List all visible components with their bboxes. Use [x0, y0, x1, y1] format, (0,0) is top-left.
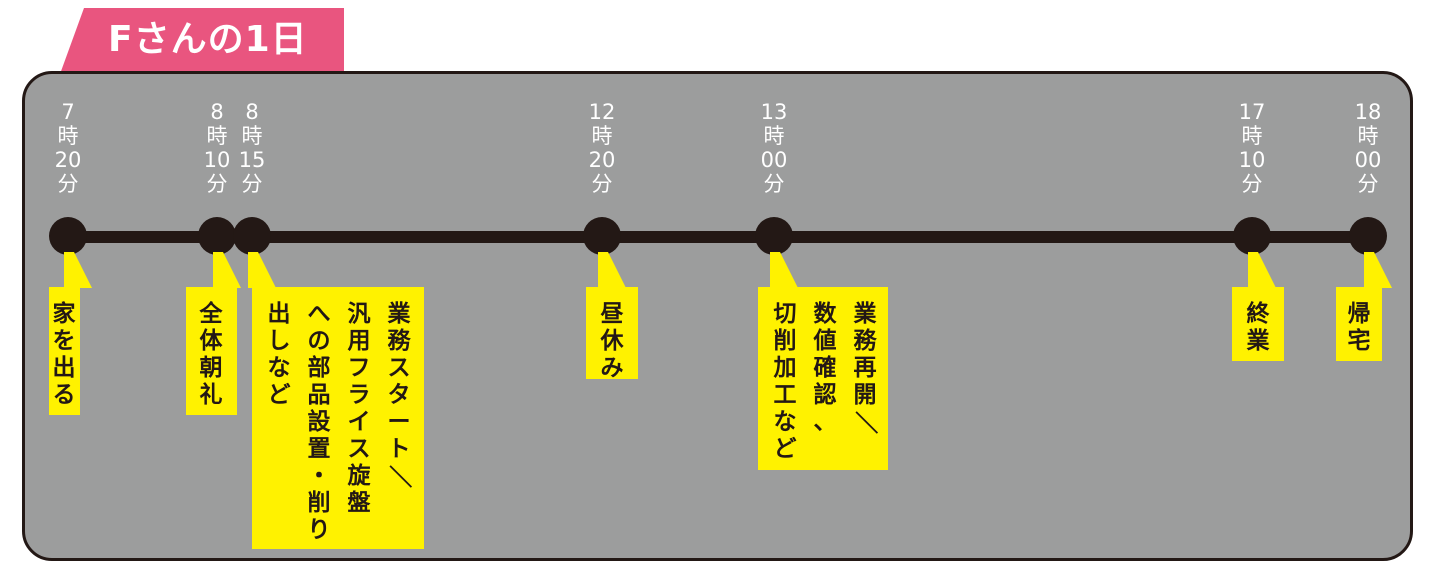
time-part: 17: [1238, 100, 1266, 124]
event-label: 出しなど: [267, 301, 291, 408]
event-callout: 業務再開／ 数値確認、切削加工など: [758, 287, 888, 470]
event-label: 数値確認、: [813, 301, 837, 435]
time-part: 00: [760, 148, 788, 172]
time-part: 10: [203, 148, 231, 172]
time-part: 分: [57, 172, 79, 196]
event-callout: 終業: [1232, 287, 1284, 361]
timeline-dot: [198, 217, 236, 255]
time-part: 時: [1357, 124, 1379, 148]
event-label: 家を出る: [52, 301, 76, 408]
time-part: 18: [1354, 100, 1382, 124]
time-part: 時: [241, 124, 263, 148]
event-label: 昼休み: [600, 301, 624, 381]
timeline-dot: [583, 217, 621, 255]
event-label: 終業: [1246, 301, 1270, 354]
time-part: 12: [588, 100, 616, 124]
event-label: 汎用フライス旋盤: [347, 301, 371, 516]
time-part: 時: [57, 124, 79, 148]
time-part: 13: [760, 100, 788, 124]
timeline-dot: [233, 217, 271, 255]
time-part: 20: [588, 148, 616, 172]
timeline-dot: [1349, 217, 1387, 255]
callout-pointer: [1364, 252, 1392, 288]
callout-pointer: [1248, 252, 1276, 288]
callout-pointer: [213, 252, 241, 288]
timeline-axis-line: [68, 231, 1368, 243]
event-callout: 昼休み: [586, 287, 638, 381]
time-part: 分: [763, 172, 785, 196]
time-part: 7: [61, 100, 75, 124]
event-callout: 家を出る: [49, 287, 80, 415]
time-part: 10: [1238, 148, 1266, 172]
event-label: 切削加工など: [773, 301, 797, 462]
event-callout: 帰宅: [1336, 287, 1382, 361]
time-part: 時: [591, 124, 613, 148]
timeline-dot: [755, 217, 793, 255]
event-callout: 全体朝礼: [186, 287, 237, 415]
time-part: 8: [210, 100, 224, 124]
time-part: 分: [1241, 172, 1263, 196]
callout-pointer: [248, 252, 276, 288]
time-part: 分: [591, 172, 613, 196]
timeline-dot: [49, 217, 87, 255]
time-part: 時: [206, 124, 228, 148]
time-part: 分: [241, 172, 263, 196]
callout-pointer: [64, 252, 92, 288]
callout-pointer: [598, 252, 626, 288]
time-part: 時: [763, 124, 785, 148]
time-part: 時: [1241, 124, 1263, 148]
timeline-dot: [1233, 217, 1271, 255]
time-part: 15: [238, 148, 266, 172]
event-label: への部品設置・削り: [307, 301, 331, 543]
event-label: 帰宅: [1347, 301, 1371, 354]
diagram-title: Fさんの1日: [108, 19, 308, 60]
event-label: 業務再開／: [852, 301, 879, 434]
time-part: 分: [206, 172, 228, 196]
time-part: 00: [1354, 148, 1382, 172]
time-part: 20: [54, 148, 82, 172]
event-label: 全体朝礼: [199, 301, 223, 408]
event-callout: 業務スタート／ 汎用フライス旋盤への部品設置・削り出しなど: [252, 287, 424, 549]
callout-pointer: [770, 252, 798, 288]
time-part: 8: [245, 100, 259, 124]
event-label: 業務スタート／: [386, 301, 413, 488]
time-part: 分: [1357, 172, 1379, 196]
title-tab-shape: [60, 8, 344, 74]
